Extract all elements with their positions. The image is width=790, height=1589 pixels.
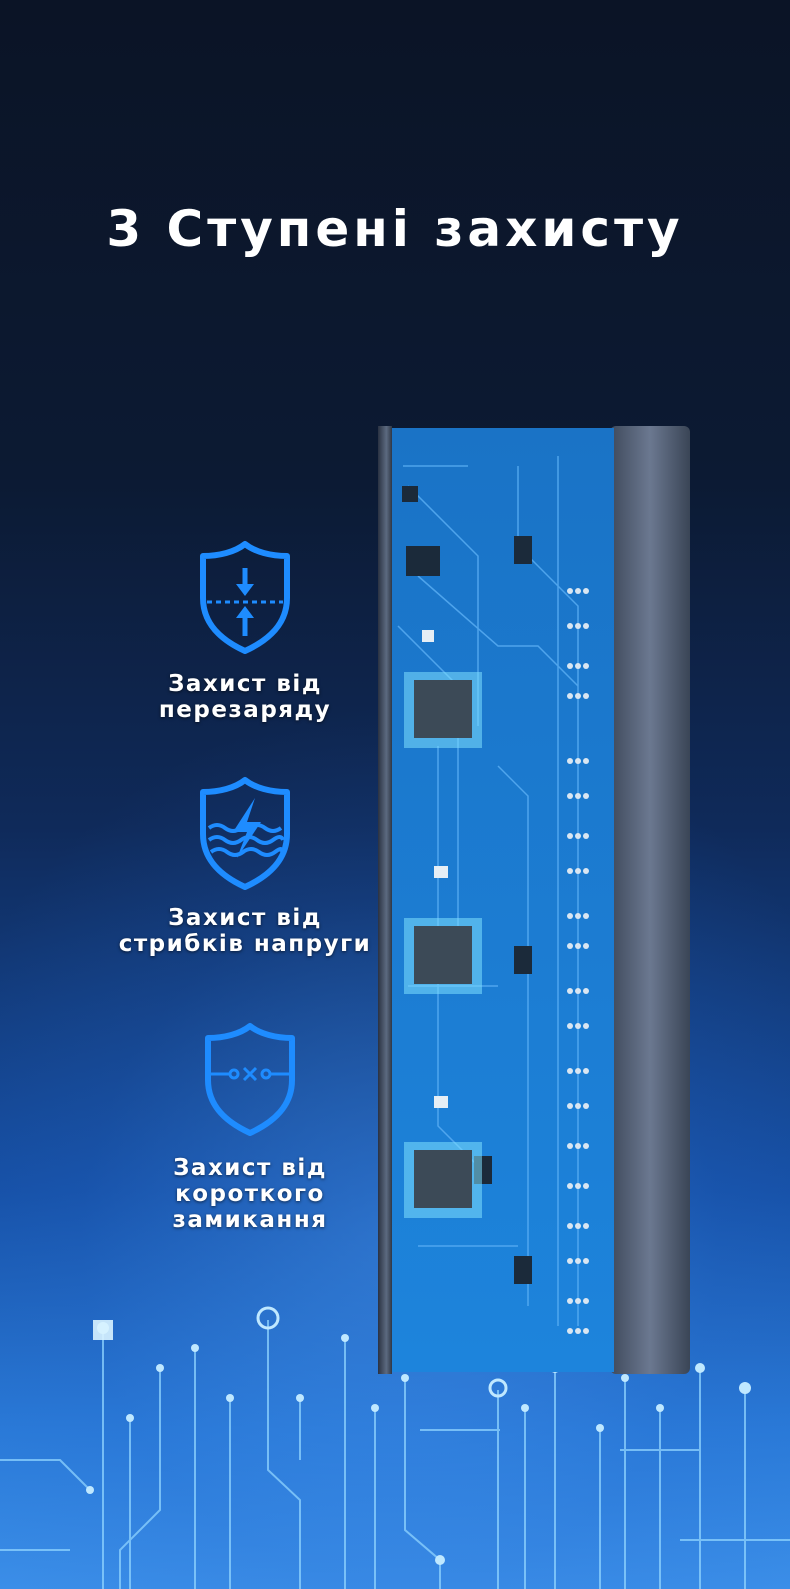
page-title: 3 Ступені захисту [106, 200, 684, 258]
circuit-lines-decoration [0, 1306, 790, 1589]
feature-label-overcharge: Захист від перезаряду [158, 671, 332, 723]
feature-label-short-circuit: Захист від короткого замикання [172, 1155, 328, 1233]
shield-lightning-icon [200, 777, 290, 890]
feature-label-surge: Захист від стрибків напруги [118, 905, 372, 957]
shield-circuit-icon [205, 1023, 295, 1136]
feature-overcharge-protection: Захист від перезаряду [115, 540, 375, 723]
power-bank-pcb-image [378, 426, 690, 1374]
feature-short-circuit-protection: Захист від короткого замикання [120, 1022, 380, 1233]
shield-arrows-icon [200, 541, 290, 654]
feature-surge-protection: Захист від стрибків напруги [115, 776, 375, 957]
